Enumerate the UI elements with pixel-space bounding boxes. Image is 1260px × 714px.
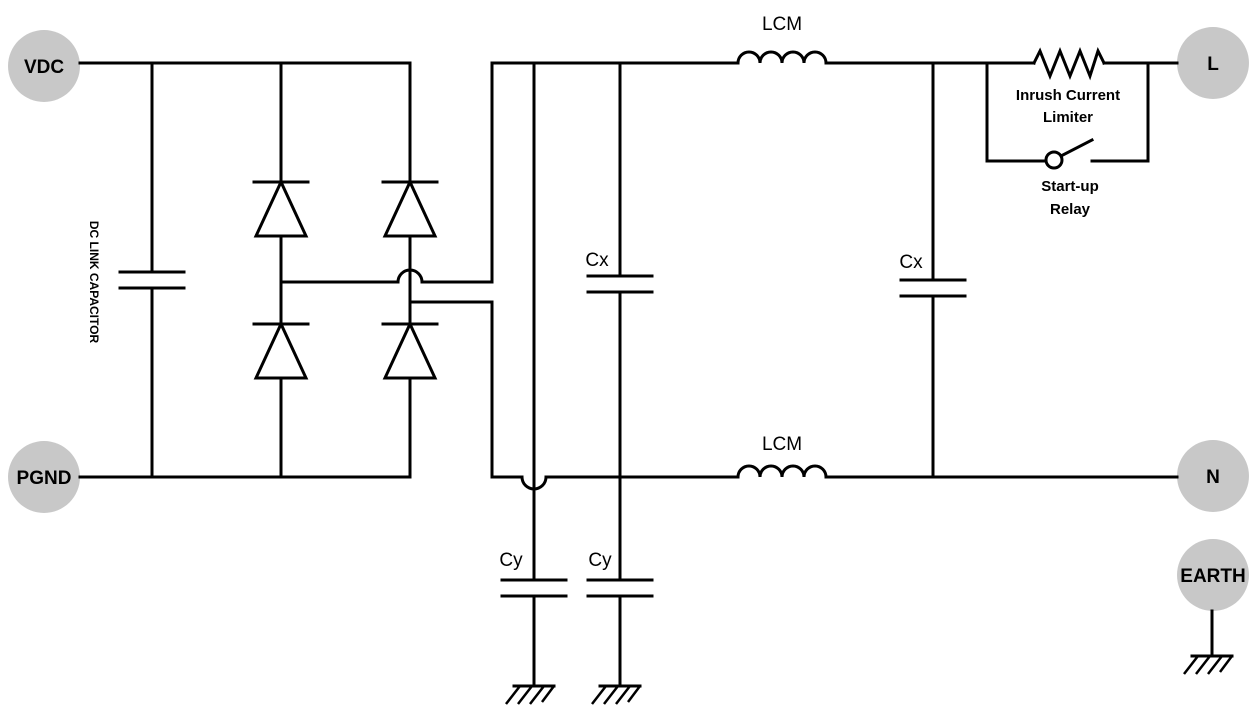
cx-left-label: Cx [585, 250, 609, 271]
relay-switch-icon [1044, 137, 1095, 170]
n-label: N [1206, 467, 1220, 488]
relay-label-line1: Start-up [1041, 178, 1099, 195]
cy-right-label: Cy [588, 550, 612, 571]
lcm-bottom-label: LCM [762, 434, 802, 455]
diode-d2-icon [252, 320, 310, 380]
diode-d3-icon [381, 178, 439, 238]
lcm-top-label: LCM [762, 14, 802, 35]
vdc-terminal: VDC [8, 30, 80, 102]
resistor-icon [1031, 46, 1107, 81]
n-terminal: N [1177, 440, 1249, 512]
pgnd-label: PGND [17, 468, 72, 489]
inrush-label-line1: Inrush Current [1016, 87, 1120, 104]
lcm-bottom-inductor-icon [736, 464, 828, 479]
cx-left-branch [586, 61, 654, 582]
lcm-top-inductor-icon [736, 50, 828, 65]
cy-left-branch [500, 61, 568, 688]
cy-left-label: Cy [499, 550, 523, 571]
pgnd-terminal: PGND [8, 441, 80, 513]
bridge-ac-wiring [279, 61, 494, 479]
dc-link-capacitor-label: DC LINK CAPACITOR [87, 221, 101, 344]
diode-d1-icon [252, 178, 310, 238]
inrush-limiter-loop [985, 61, 1150, 163]
ground-icon-cy-left [505, 684, 556, 705]
dc-link-capacitor [118, 270, 186, 290]
diode-d4-icon [381, 320, 439, 380]
cx-right-branch [899, 61, 967, 479]
dc-bus-wiring [78, 61, 412, 479]
earth-terminal: EARTH [1177, 539, 1249, 611]
relay-label-line2: Relay [1050, 201, 1091, 218]
inrush-label-line2: Limiter [1043, 109, 1093, 126]
l-terminal: L [1177, 27, 1249, 99]
ground-icon-earth [1183, 609, 1234, 675]
ground-icon-cy-right [591, 684, 642, 705]
l-label: L [1207, 54, 1219, 75]
cy-right-branch [586, 578, 654, 688]
earth-label: EARTH [1180, 566, 1245, 587]
cx-right-label: Cx [899, 252, 923, 273]
vdc-label: VDC [24, 57, 64, 78]
neutral-bus-wiring [490, 475, 1179, 491]
